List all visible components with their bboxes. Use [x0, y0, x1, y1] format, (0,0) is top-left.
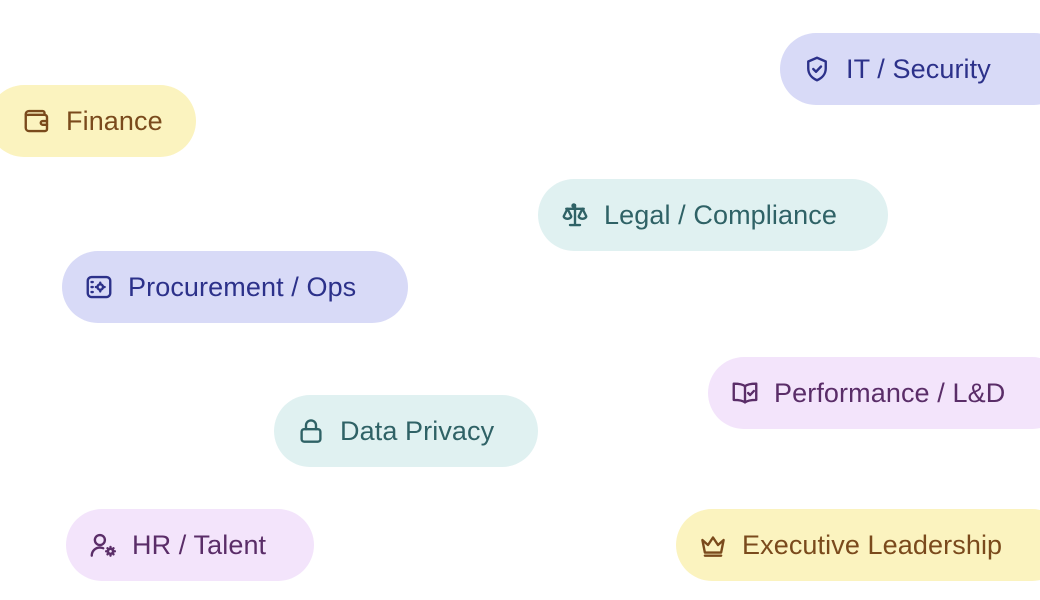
- user-gear-icon: [88, 530, 118, 560]
- tag-label: Procurement / Ops: [128, 271, 357, 302]
- settings-panel-icon: [84, 272, 114, 302]
- book-check-icon: [730, 378, 760, 408]
- tag-data-privacy[interactable]: Data Privacy: [274, 395, 538, 467]
- tag-finance[interactable]: Finance: [0, 85, 196, 157]
- tag-label: IT / Security: [846, 53, 991, 84]
- wallet-icon: [22, 106, 52, 136]
- tag-label: Finance: [66, 105, 163, 136]
- crown-icon: [698, 530, 728, 560]
- scale-icon: [560, 200, 590, 230]
- tag-hr-talent[interactable]: HR / Talent: [66, 509, 314, 581]
- tag-label: Legal / Compliance: [604, 199, 837, 230]
- tag-label: Data Privacy: [340, 415, 495, 446]
- tag-procurement-ops[interactable]: Procurement / Ops: [62, 251, 408, 323]
- tag-legal-compliance[interactable]: Legal / Compliance: [538, 179, 888, 251]
- tag-performance-ld[interactable]: Performance / L&D: [708, 357, 1040, 429]
- tag-it-security[interactable]: IT / Security: [780, 33, 1040, 105]
- tag-label: Executive Leadership: [742, 529, 1003, 560]
- tag-label: HR / Talent: [132, 529, 267, 560]
- tag-executive-leadership[interactable]: Executive Leadership: [676, 509, 1040, 581]
- tag-label: Performance / L&D: [774, 377, 1006, 408]
- lock-icon: [296, 416, 326, 446]
- shield-check-icon: [802, 54, 832, 84]
